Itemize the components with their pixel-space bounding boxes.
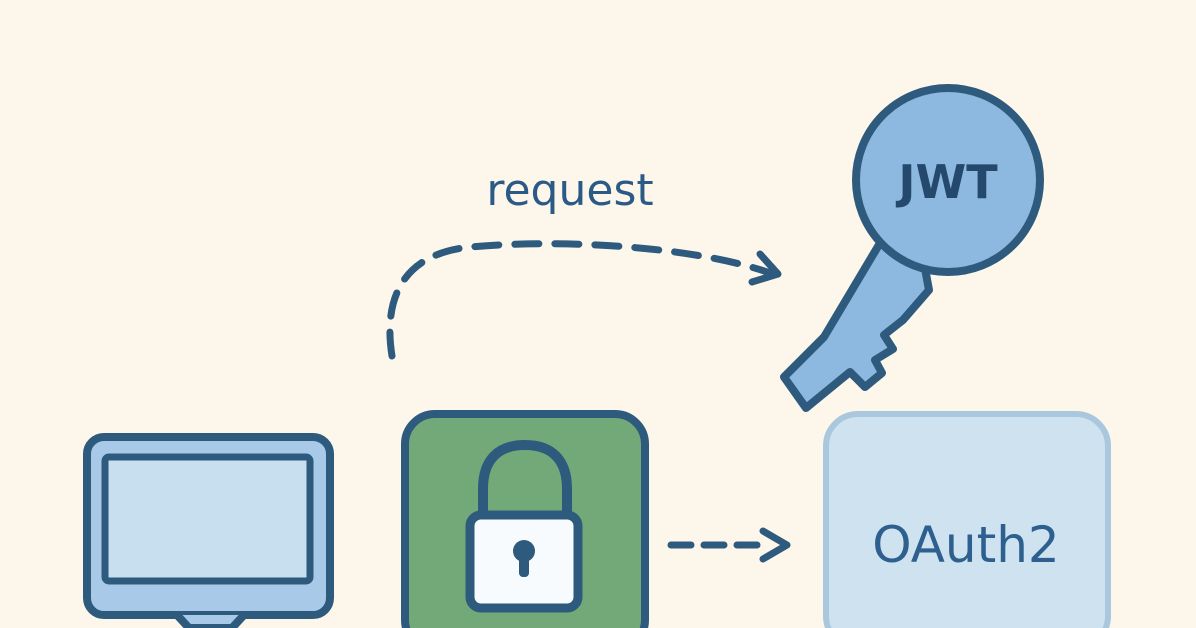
- request-arrow: [386, 240, 782, 360]
- jwt-label: JWT: [895, 155, 998, 209]
- oauth2-box: OAuth2: [823, 411, 1111, 628]
- padlock-icon: [465, 439, 583, 613]
- oauth2-label: OAuth2: [872, 516, 1059, 574]
- lock-to-oauth-arrow: [667, 527, 791, 563]
- request-label: request: [486, 165, 653, 216]
- key-icon: JWT: [780, 84, 1044, 412]
- padlock-card: [401, 410, 649, 628]
- computer-monitor-icon: [83, 433, 334, 628]
